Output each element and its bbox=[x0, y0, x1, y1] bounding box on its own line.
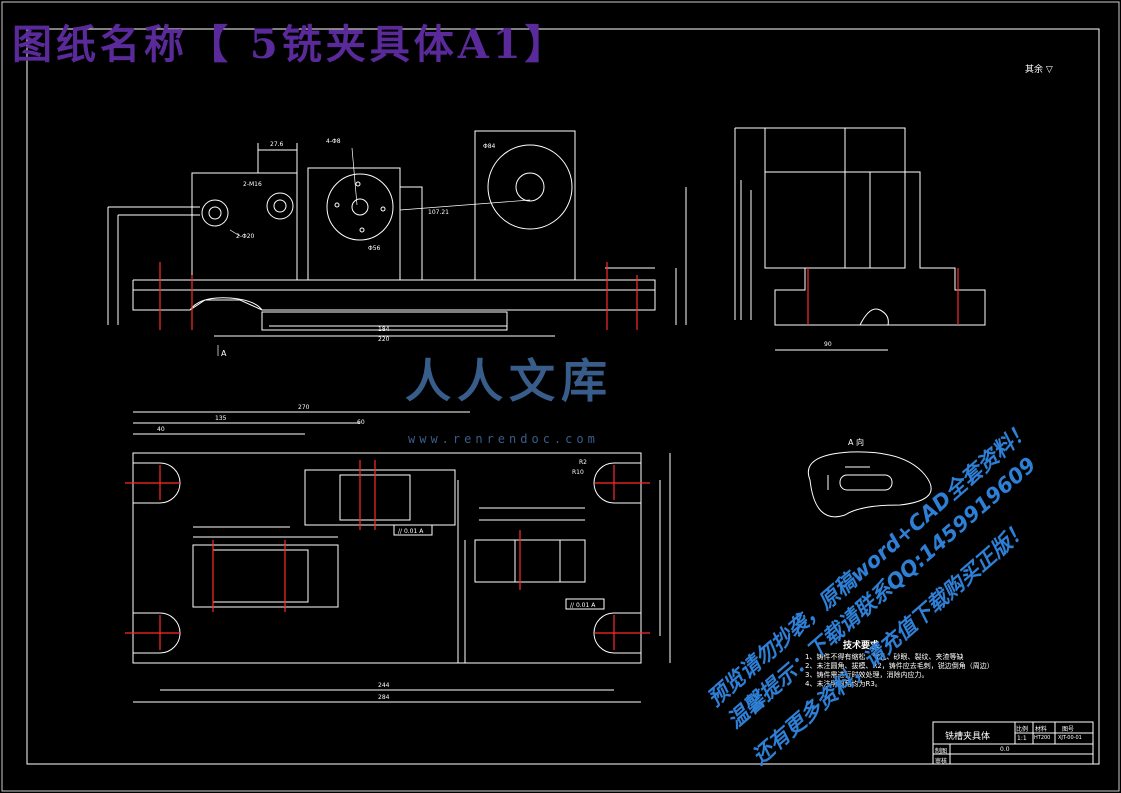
dim-284: 284 bbox=[378, 694, 390, 701]
watermark-url: www.renrendoc.com bbox=[408, 432, 599, 446]
front-view bbox=[107, 130, 687, 356]
view-a-marker: A bbox=[221, 349, 227, 358]
title-block-scale-value: 1:1 bbox=[1017, 735, 1027, 742]
dim-270: 270 bbox=[298, 404, 310, 411]
dim-angle: 107.21 bbox=[428, 209, 449, 216]
title-block-drawing-no-label: 图号 bbox=[1062, 726, 1075, 733]
dim-hole-dia: 2-Φ20 bbox=[236, 233, 255, 240]
roughness-note: 其余 ▽ bbox=[1025, 65, 1053, 75]
dim-side-90: 90 bbox=[824, 341, 832, 348]
title-block-scale-label: 比例 bbox=[1016, 726, 1029, 733]
title-block-drawing-no: XJT-00-01 bbox=[1058, 735, 1082, 741]
tech-note-line: 1、铸件不得有缩松、气孔、砂眼、裂纹、夹渣等缺 bbox=[805, 653, 964, 661]
dim-220: 220 bbox=[378, 336, 390, 343]
tech-note-line: 3、铸件需进行时效处理，消除内应力。 bbox=[805, 671, 929, 679]
side-view bbox=[734, 127, 986, 351]
watermark-logo: 人人文库 bbox=[405, 354, 613, 408]
tech-note-line: 4、未注明圆角均为R3。 bbox=[805, 680, 882, 688]
drawing-frame bbox=[26, 28, 1100, 765]
title-block-material-label: 材料 bbox=[1035, 726, 1048, 733]
dim-135: 135 bbox=[215, 415, 227, 422]
dim-pcd: Φ56 bbox=[368, 245, 381, 252]
plan-view bbox=[125, 411, 671, 703]
title-block-material-value: HT200 bbox=[1034, 735, 1051, 741]
dim-r10: R10 bbox=[572, 469, 584, 476]
dim-top-width: 27.6 bbox=[270, 141, 284, 148]
dim-thread: 2-M16 bbox=[243, 181, 262, 188]
dim-r2: R2 bbox=[579, 459, 587, 466]
tech-notes-title: 技术要求 bbox=[843, 641, 880, 651]
dim-60: 60 bbox=[357, 419, 365, 426]
dim-4holes: 4-Φ8 bbox=[326, 138, 341, 145]
title-block-sheet: 0.0 bbox=[1000, 746, 1010, 753]
title-block-part-name: 铣槽夹具体 bbox=[945, 732, 991, 742]
tech-note-line: 2、未注圆角、拔模、R2，铸件应去毛刺，锐边倒角（周边） bbox=[805, 662, 994, 670]
dim-184: 184 bbox=[378, 326, 390, 333]
title-block bbox=[932, 721, 1094, 765]
title-block-check-label: 审核 bbox=[935, 758, 948, 765]
technical-requirements: 技术要求 1、铸件不得有缩松、气孔、砂眼、裂纹、夹渣等缺 2、未注圆角、拔模、R… bbox=[805, 642, 994, 689]
tol-frame-2: // 0.01 A bbox=[570, 602, 596, 609]
drawing-title-banner: 图纸名称【 5铣夹具体A1】 bbox=[12, 21, 569, 68]
dim-244: 244 bbox=[378, 682, 390, 689]
dim-40: 40 bbox=[157, 426, 165, 433]
section-a-view bbox=[808, 451, 932, 518]
tol-frame-1: // 0.01 A bbox=[398, 528, 424, 535]
title-block-drawn-label: 制图 bbox=[935, 748, 948, 755]
dim-big-dia: Φ84 bbox=[483, 143, 496, 150]
section-a-label: A 向 bbox=[848, 438, 865, 447]
